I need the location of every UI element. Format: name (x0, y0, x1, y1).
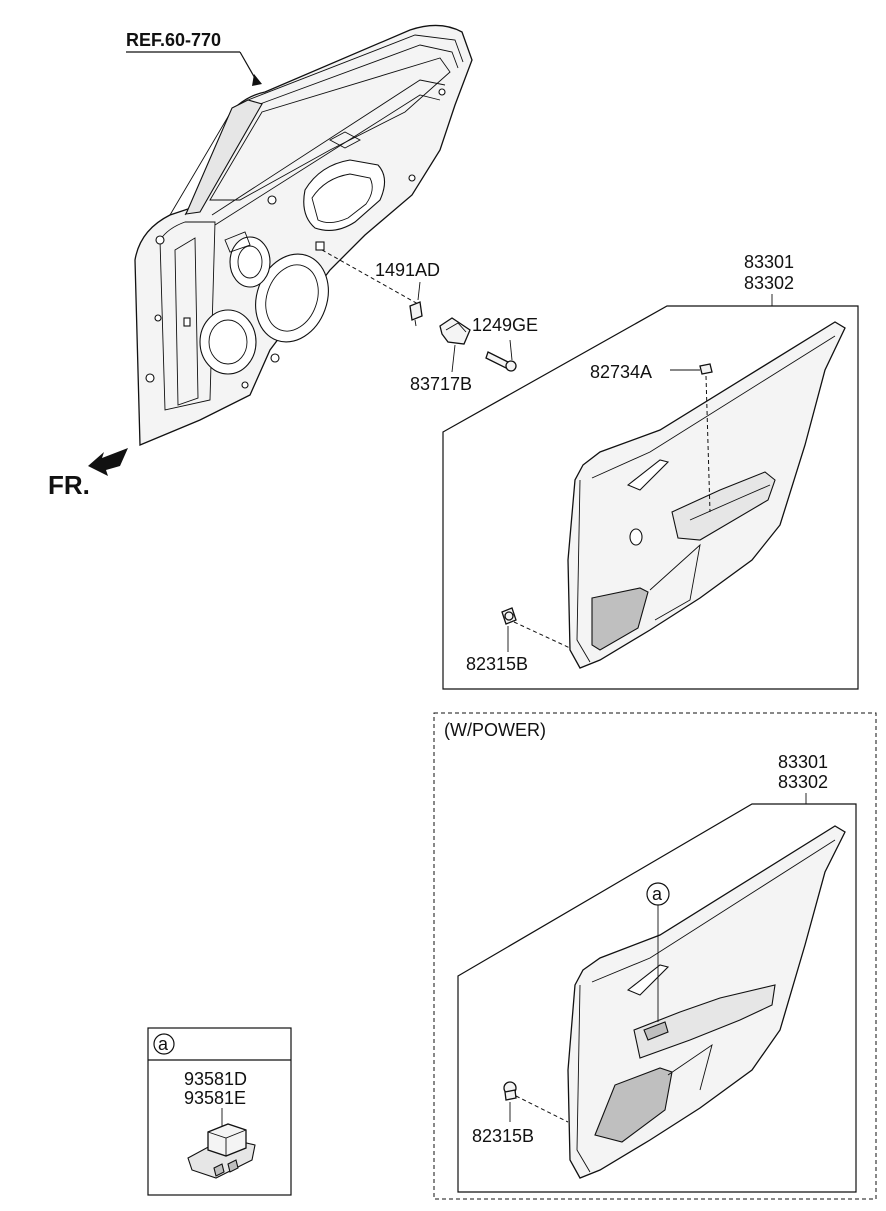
part-label-83302-top: 83302 (744, 273, 794, 293)
detail-a-letter: a (158, 1034, 169, 1054)
clip-82315b-top (501, 607, 517, 625)
trim-box-bottom-outline (457, 803, 857, 1193)
detail-a-outline (147, 1027, 292, 1196)
part-label-83717b: 83717B (410, 374, 472, 394)
detail-a-circle (153, 1033, 175, 1055)
part-label-93581e: 93581E (184, 1088, 246, 1108)
callout-a-letter: a (652, 884, 663, 904)
bracket-83717b (439, 317, 471, 345)
clip-82315b-bottom (503, 1081, 517, 1101)
clip-1491ad (409, 301, 423, 327)
front-direction-label: FR. (48, 470, 90, 500)
part-label-83302-bottom: 83302 (778, 772, 828, 792)
trim-box-top-outline (442, 305, 859, 690)
clip-82734a (699, 363, 713, 375)
w-power-group-outline (433, 712, 877, 1200)
ref-arrowhead (252, 74, 262, 86)
part-label-93581d: 93581D (184, 1069, 247, 1089)
part-label-82734a: 82734A (590, 362, 652, 382)
part-label-1491ad: 1491AD (375, 260, 440, 280)
screw-1249ge (485, 351, 517, 372)
rear-door-inner-panel (134, 24, 473, 446)
door-trim-panel-power (567, 825, 846, 1179)
part-label-82315b-bottom: 82315B (472, 1126, 534, 1146)
ref-leader (239, 51, 257, 81)
part-label-83301-top: 83301 (744, 252, 794, 272)
front-arrow-icon (88, 448, 128, 476)
w-power-label: (W/POWER) (444, 720, 546, 740)
part-label-82315b-top: 82315B (466, 654, 528, 674)
power-window-switch (187, 1123, 256, 1179)
part-label-1249ge: 1249GE (472, 315, 538, 335)
part-label-83301-bottom: 83301 (778, 752, 828, 772)
ref-label: REF.60-770 (126, 30, 221, 50)
door-trim-panel-top (567, 321, 846, 669)
leader-1491ad (321, 249, 419, 305)
